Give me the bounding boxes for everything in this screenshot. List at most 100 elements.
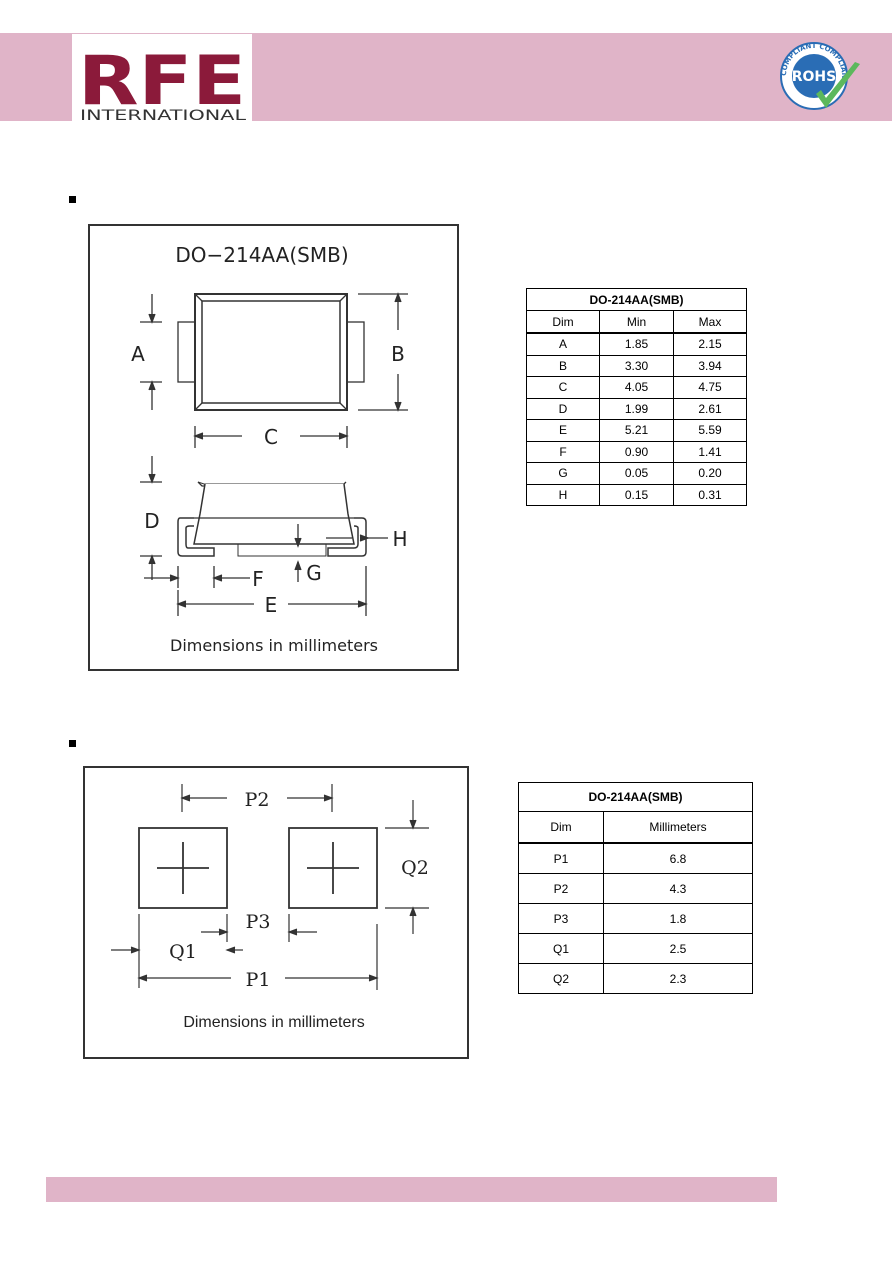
table-cell: 1.8 (603, 903, 753, 934)
dimension-p1: P1 (137, 924, 379, 991)
logo-sub-text: INTERNATIONAL (80, 108, 246, 122)
table-cell: 0.20 (673, 462, 747, 485)
package-top-view (177, 293, 365, 411)
label-g: G (306, 561, 322, 585)
table-header: Min (599, 310, 674, 334)
dimension-c: C (193, 425, 349, 449)
table-cell: 3.94 (673, 354, 747, 377)
label-q1: Q1 (169, 941, 197, 963)
label-q2: Q2 (401, 857, 429, 879)
table-cell: F (526, 440, 600, 463)
table-cell: 6.8 (603, 842, 753, 874)
label-p3: P3 (246, 911, 271, 933)
table-cell: 2.5 (603, 933, 753, 964)
dimension-f: F (144, 566, 264, 591)
table-cell: G (526, 462, 600, 485)
package-drawing-title: DO−214AA(SMB) (175, 243, 348, 267)
package-drawing: DO−214AA(SMB) A (88, 224, 459, 671)
table-header: Dim (526, 310, 600, 334)
table-cell: 4.05 (599, 376, 674, 399)
label-a: A (131, 342, 145, 366)
company-logo: RFE INTERNATIONAL (72, 34, 252, 122)
table-cell: 5.59 (673, 419, 747, 442)
table-cell: 4.3 (603, 873, 753, 904)
dimension-h: H (326, 527, 408, 551)
dimension-g: G (294, 524, 322, 585)
label-p2: P2 (245, 789, 270, 811)
dimension-q2: Q2 (385, 800, 429, 934)
label-e: E (265, 593, 278, 617)
table-cell: 1.41 (673, 440, 747, 463)
pad-drawing-caption: Dimensions in millimeters (183, 1014, 365, 1031)
table-cell: Q1 (518, 933, 604, 964)
package-table-title: DO-214AA(SMB) (526, 288, 747, 311)
label-b: B (391, 342, 405, 366)
dimension-p2: P2 (180, 784, 334, 812)
table-cell: 0.31 (673, 483, 747, 506)
label-d: D (144, 509, 159, 533)
table-header: Dim (518, 811, 604, 844)
rohs-label: ROHS (792, 69, 836, 85)
check-icon (816, 62, 860, 108)
table-header: Millimeters (603, 811, 753, 844)
label-p1: P1 (246, 969, 271, 991)
package-drawing-caption: Dimensions in millimeters (170, 636, 378, 655)
table-cell: E (526, 419, 600, 442)
label-h: H (392, 527, 407, 551)
table-cell: 4.75 (673, 376, 747, 399)
section-bullet (69, 196, 76, 203)
label-c: C (264, 425, 278, 449)
table-cell: 1.99 (599, 397, 674, 420)
table-cell: 3.30 (599, 354, 674, 377)
table-cell: P2 (518, 873, 604, 904)
table-cell: B (526, 354, 600, 377)
table-cell: 0.90 (599, 440, 674, 463)
table-cell: 5.21 (599, 419, 674, 442)
dimension-b: B (358, 292, 408, 412)
dimension-q1: Q1 (111, 914, 243, 988)
table-cell: P1 (518, 842, 604, 874)
table-cell: 0.05 (599, 462, 674, 485)
rohs-badge: COMPLIANT COMPLIANT COMPLIANT ROHS (773, 32, 864, 116)
label-f: F (252, 567, 264, 591)
table-cell: 0.15 (599, 483, 674, 506)
table-header: Max (673, 310, 747, 334)
dimension-d: D (140, 456, 162, 580)
dimension-e: E (176, 566, 368, 617)
table-cell: C (526, 376, 600, 399)
logo-main-text: RFE (78, 42, 246, 121)
footer-band (46, 1177, 777, 1202)
pad-table-title: DO-214AA(SMB) (518, 782, 753, 812)
table-cell: 2.15 (673, 332, 747, 356)
table-cell: H (526, 483, 600, 506)
table-cell: A (526, 332, 600, 356)
pad-layout-drawing: P2 Q2 (83, 766, 469, 1059)
table-cell: 1.85 (599, 332, 674, 356)
table-cell: D (526, 397, 600, 420)
dimension-a: A (131, 294, 162, 410)
pad-right (288, 827, 378, 909)
pad-left (138, 827, 228, 909)
section-bullet (69, 740, 76, 747)
table-cell: P3 (518, 903, 604, 934)
package-side-view (177, 481, 367, 557)
dimension-p3: P3 (201, 911, 317, 942)
table-cell: Q2 (518, 963, 604, 994)
table-cell: 2.3 (603, 963, 753, 994)
table-cell: 2.61 (673, 397, 747, 420)
